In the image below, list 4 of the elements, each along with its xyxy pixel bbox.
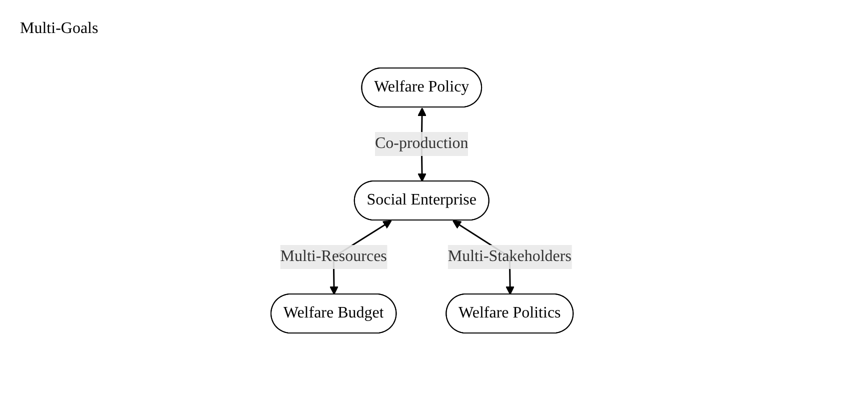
note-text: Multi-Goals <box>20 20 98 38</box>
edge-label: Multi-Resources <box>280 247 388 264</box>
edge-label: Multi-Stakeholders <box>448 247 572 264</box>
edge-label: Co-production <box>375 134 469 152</box>
